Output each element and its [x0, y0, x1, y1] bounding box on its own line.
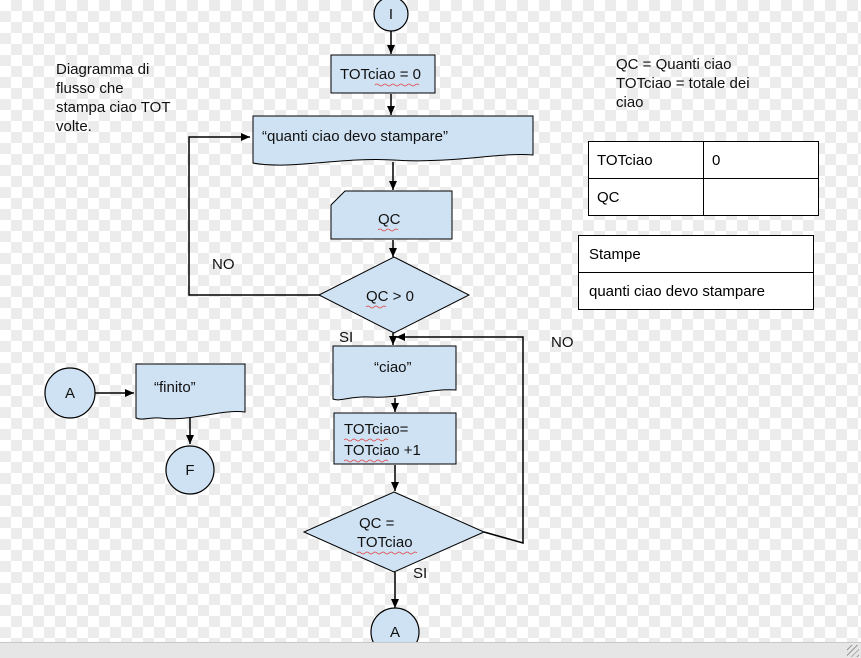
spellcheck-underline — [374, 83, 420, 87]
end-terminal — [165, 445, 215, 495]
table-row: quanti ciao devo stampare — [578, 272, 814, 310]
description-line: stampa ciao TOT — [56, 99, 171, 116]
input-qc — [330, 190, 453, 240]
finito-output — [135, 363, 246, 420]
prompt-label: “quanti ciao devo stampare” — [262, 128, 448, 145]
connector-a-bottom-label: A — [390, 624, 400, 641]
increment-label-line1: TOTciao= — [344, 421, 409, 438]
variable-name-cell: QC — [588, 178, 704, 216]
description-line: volte. — [56, 118, 92, 135]
legend-line: ciao — [616, 94, 644, 111]
decision-qc-positive — [317, 256, 471, 334]
prints-header-cell: Stampe — [578, 235, 814, 273]
decision2-label-line1: QC = — [359, 515, 395, 532]
increment-label-line2: TOTciao +1 — [344, 442, 421, 459]
spellcheck-underline — [377, 228, 399, 232]
input-qc-label: QC — [378, 211, 401, 228]
diagram-description: Diagramma di flusso che stampa ciao TOT … — [56, 60, 171, 136]
decision-qc-positive-label: QC > 0 — [366, 288, 414, 305]
flow-connectors — [95, 29, 524, 608]
connector-a-left — [44, 367, 96, 419]
increment-process — [333, 412, 457, 465]
prompt-output — [252, 115, 534, 166]
prints-value-cell: quanti ciao devo stampare — [578, 272, 814, 310]
spellcheck-underline — [343, 438, 389, 442]
decision1-no-label: NO — [212, 256, 235, 273]
legend: QC = Quanti ciao TOTciao = totale dei ci… — [616, 55, 750, 112]
spellcheck-underline — [343, 459, 389, 463]
decision2-no-label: NO — [551, 334, 574, 351]
window-bottom-edge — [0, 642, 861, 658]
table-row: QC — [588, 178, 819, 216]
decision2-label-line2: TOTciao — [357, 534, 413, 551]
connector-a-left-label: A — [65, 385, 75, 402]
decision2-si-label: SI — [413, 565, 427, 582]
spellcheck-underline — [356, 551, 418, 555]
prints-table: Stampe quanti ciao devo stampare — [578, 235, 814, 310]
variable-name-cell: TOTciao — [588, 141, 704, 179]
description-line: flusso che — [56, 80, 124, 97]
init-label: TOTciao = 0 — [340, 66, 421, 83]
description-line: Diagramma di — [56, 61, 150, 78]
variable-value-cell: 0 — [703, 141, 819, 179]
start-terminal — [373, 0, 409, 32]
resize-grip[interactable] — [847, 645, 859, 657]
end-label: F — [185, 462, 194, 479]
start-label: I — [389, 6, 393, 23]
table-row: Stampe — [578, 235, 814, 273]
print-ciao-output — [332, 345, 457, 401]
legend-line: QC = Quanti ciao — [616, 56, 732, 73]
spellcheck-underline — [365, 305, 387, 309]
table-row: TOTciao 0 — [588, 141, 819, 179]
variable-value-cell — [703, 178, 819, 216]
decision1-si-label: SI — [339, 329, 353, 346]
decision-qc-equals-totciao — [302, 491, 486, 573]
legend-line: TOTciao = totale dei — [616, 75, 750, 92]
variables-table: TOTciao 0 QC — [588, 141, 819, 216]
print-ciao-label: “ciao” — [374, 359, 412, 376]
init-process — [330, 54, 436, 94]
finito-label: “finito” — [154, 379, 196, 396]
